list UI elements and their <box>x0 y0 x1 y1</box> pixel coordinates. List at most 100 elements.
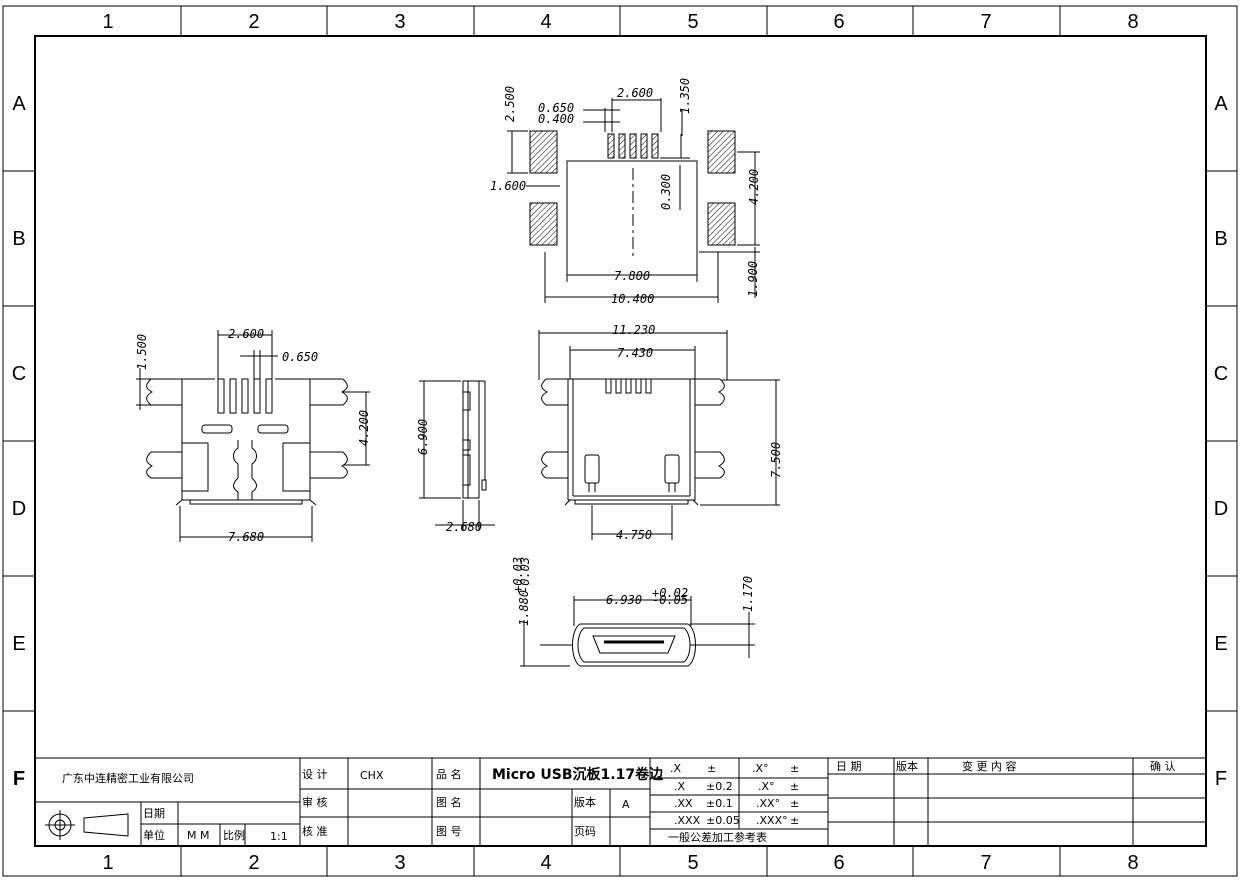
pad-top-left <box>529 130 558 174</box>
dim-label: 6.930 <box>606 593 642 607</box>
signal-pad <box>640 133 648 159</box>
tolerance-angle-value: ± <box>790 762 799 775</box>
label-design: 设 计 <box>302 768 328 781</box>
label-scale: 比例 <box>223 828 245 842</box>
mating-face-dimensions: 6.930 +0.02 -0.05 1.880 +0.03 -0.03 1.17… <box>511 557 755 626</box>
tolerance-note: 一般公差加工参考表 <box>668 830 767 844</box>
tolerance-angle-format: .X° <box>758 780 775 793</box>
dim-label: 7.680 <box>228 530 264 544</box>
column-label: 7 <box>980 11 991 33</box>
tolerance-angle-format: .XX° <box>756 797 780 810</box>
product-name: Micro USB沉板1.17卷边 <box>492 766 664 783</box>
dim-label: 6.900 <box>416 419 430 455</box>
dim-label: 2.680 <box>446 520 482 534</box>
version-value: A <box>622 798 630 811</box>
dim-label: 4.750 <box>616 528 652 542</box>
row-label: D <box>1214 498 1228 520</box>
column-label: 5 <box>687 11 698 33</box>
tolerance-format: .XX <box>674 797 693 810</box>
dim-label: 1.880 <box>517 590 531 626</box>
row-label: B <box>1214 228 1227 250</box>
row-label: E <box>1214 633 1227 655</box>
footprint-view <box>507 98 760 303</box>
column-labels-top: 1 2 3 4 5 6 7 8 <box>102 11 1138 33</box>
label-date: 日期 <box>143 807 165 820</box>
row-label: F <box>1215 768 1227 790</box>
row-label: C <box>12 363 26 385</box>
label-review: 审 核 <box>302 795 328 809</box>
scale-value: 1:1 <box>270 830 288 843</box>
row-labels-right: A B C D E F <box>1214 93 1229 790</box>
tolerance-format: .X <box>674 780 685 793</box>
tolerance-value: ±0.1 <box>706 797 733 810</box>
pad-top-right <box>707 130 736 174</box>
bottom-view-dimensions: 2.600 0.650 1.500 4.200 7.680 <box>135 327 371 544</box>
dim-label: 4.200 <box>357 410 371 446</box>
dim-label: 2.600 <box>617 86 653 100</box>
pad-bottom-right <box>707 202 736 246</box>
dim-label: 7.800 <box>614 269 650 283</box>
column-label: 4 <box>540 11 551 33</box>
dim-tolerance: -0.03 <box>518 557 532 593</box>
signal-pad <box>651 133 659 159</box>
column-label: 2 <box>248 11 259 33</box>
tolerance-angle-value: ± <box>790 780 799 793</box>
footprint-dimensions: 2.600 0.650 0.400 1.350 2.500 1.600 0.30… <box>490 78 761 306</box>
dim-label: 0.400 <box>538 112 574 126</box>
revision-header: 版本 <box>896 759 918 773</box>
dim-label: 1.900 <box>746 261 760 297</box>
column-label: 4 <box>540 852 551 874</box>
row-label: D <box>12 498 26 520</box>
row-label: A <box>1214 93 1228 115</box>
dim-label: 7.430 <box>617 346 653 360</box>
column-label: 7 <box>980 852 991 874</box>
dim-label: 1.600 <box>490 179 526 193</box>
dim-tolerance: -0.05 <box>652 593 688 607</box>
row-label: A <box>12 93 26 115</box>
signal-pad <box>629 133 637 159</box>
tolerance-value: ±0.05 <box>706 814 740 827</box>
unit-value: M M <box>187 829 209 842</box>
label-unit: 单位 <box>143 828 165 842</box>
dim-tolerance: +0.03 <box>511 557 525 593</box>
column-label: 6 <box>833 852 844 874</box>
dim-label: 0.650 <box>538 101 574 115</box>
label-approve: 核 准 <box>302 824 328 838</box>
revision-header: 变 更 内 容 <box>962 759 1017 773</box>
column-label: 1 <box>102 852 113 874</box>
row-label: E <box>12 633 25 655</box>
tolerance-angle-value: ± <box>790 797 799 810</box>
label-page: 页码 <box>574 825 596 838</box>
mating-face-view <box>520 596 755 667</box>
label-product-name: 品 名 <box>436 767 462 781</box>
tolerance-angle-format: .XXX° <box>756 814 788 827</box>
dim-label: 10.400 <box>611 292 654 306</box>
bottom-view <box>136 330 370 542</box>
tolerance-value: ± <box>707 762 716 775</box>
tolerance-value: ±0.2 <box>706 780 733 793</box>
row-labels-left: A B C D E F <box>12 93 27 790</box>
row-label: B <box>12 228 25 250</box>
dim-label: 11.230 <box>612 323 655 337</box>
dim-tolerance: +0.02 <box>652 586 688 600</box>
dim-label: 1.170 <box>741 576 755 612</box>
dim-label: 2.600 <box>228 327 264 341</box>
dim-label: 0.300 <box>659 174 673 210</box>
side-view <box>419 380 495 530</box>
board-cutout-outline <box>566 160 698 252</box>
projection-symbol-icon <box>45 810 129 840</box>
row-label: F <box>13 768 25 790</box>
dim-label: 4.200 <box>747 169 761 205</box>
column-zone-ticks <box>180 6 1061 876</box>
column-label: 2 <box>248 852 259 874</box>
column-label: 1 <box>102 11 113 33</box>
dim-label: 1.500 <box>135 334 149 370</box>
tolerance-angle-value: ± <box>790 814 799 827</box>
dim-label: 2.500 <box>503 86 517 122</box>
signal-pad <box>607 133 615 159</box>
label-drawing-name: 图 名 <box>436 795 462 809</box>
top-view-dimensions: 11.230 7.430 7.500 4.750 <box>612 323 783 542</box>
title-block <box>34 757 1207 847</box>
title-block-text: 广东中连精密工业有限公司 日期 单位 M M 比例 1:1 设 计 CHX 审 … <box>62 759 1176 844</box>
